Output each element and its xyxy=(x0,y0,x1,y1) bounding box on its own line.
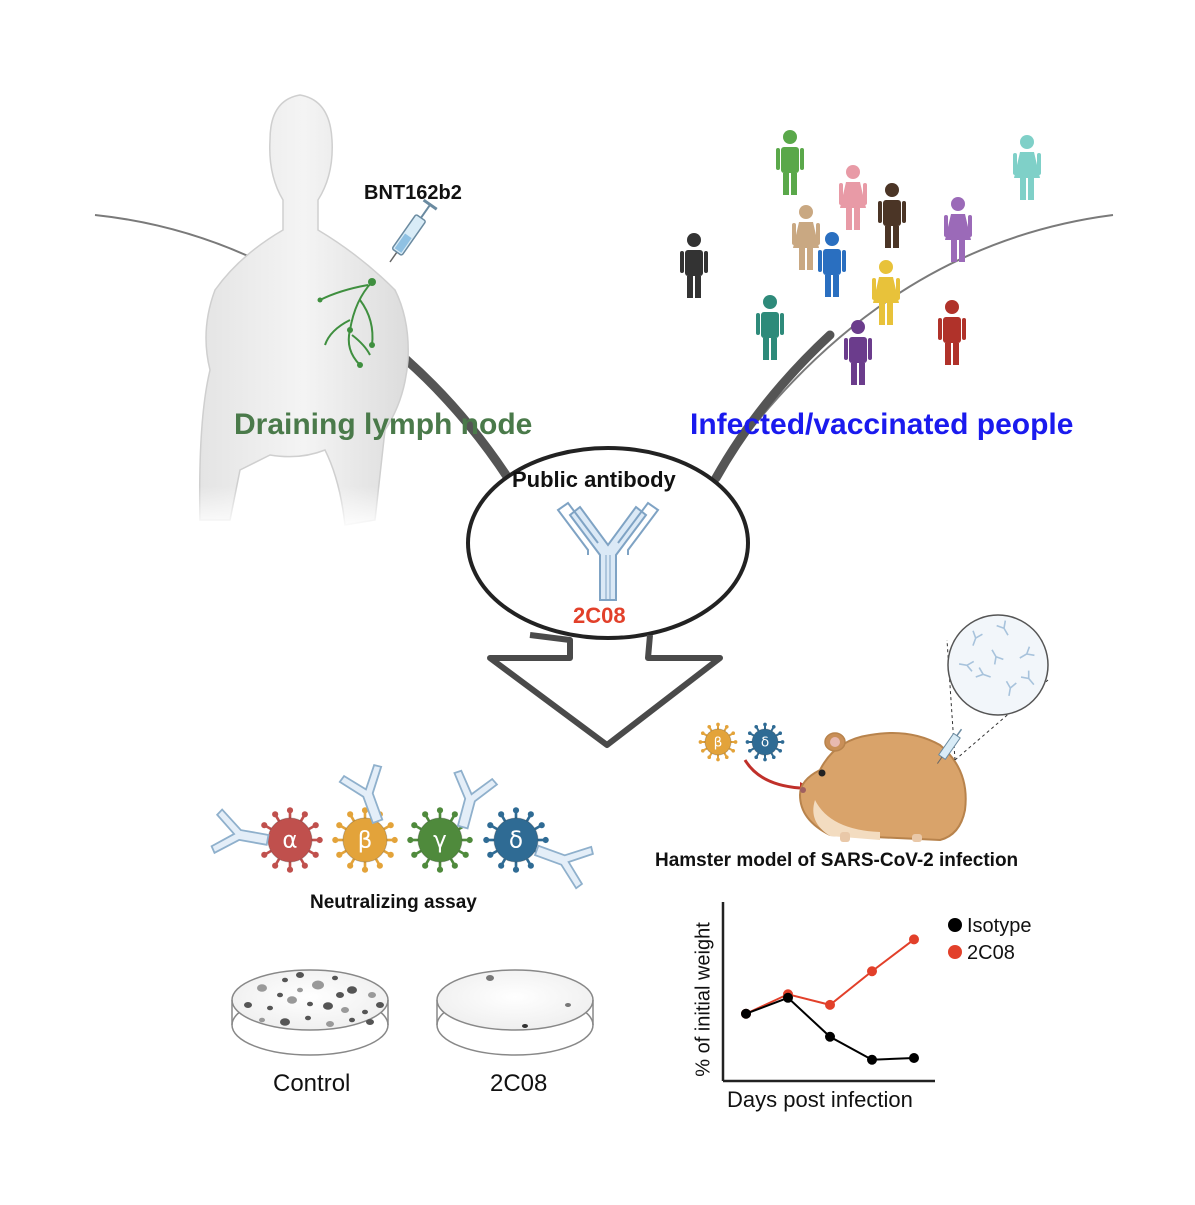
legend-label: Isotype xyxy=(967,915,1031,937)
binding-antibodies xyxy=(210,764,594,890)
dish-control-label: Control xyxy=(273,1070,351,1097)
delta-virus: δ xyxy=(745,722,785,762)
person-icon xyxy=(878,183,906,248)
variant-letter: δ xyxy=(761,735,769,751)
chart-ylabel: % of initial weight xyxy=(692,922,715,1077)
person-icon xyxy=(680,233,708,298)
person-icon xyxy=(1013,135,1041,200)
person-icon xyxy=(818,232,846,297)
right-arc-thick xyxy=(711,330,835,483)
variant-virus: β xyxy=(332,807,398,873)
people-label: Infected/vaccinated people xyxy=(690,408,1074,441)
weight-chart: Isotype 2C08 xyxy=(721,902,1031,1083)
hamster-model-label: Hamster model of SARS-CoV-2 infection xyxy=(655,850,1019,871)
virus-row: α β γ δ xyxy=(257,807,549,873)
data-point-isotype xyxy=(867,1054,877,1065)
person-icon xyxy=(792,205,820,270)
data-point-2c08 xyxy=(867,966,877,977)
variant-letter: α xyxy=(282,828,297,854)
antibody-icon xyxy=(556,501,660,601)
neutralizing-assay-label: Neutralizing assay xyxy=(310,892,477,913)
legend-marker xyxy=(948,918,962,932)
down-arrow xyxy=(487,632,723,748)
legend-marker xyxy=(948,945,962,959)
dish-2c08-label: 2C08 xyxy=(490,1070,548,1097)
data-point-isotype xyxy=(909,1052,919,1063)
variant-virus: α xyxy=(257,807,323,873)
petri-dish-2c08 xyxy=(436,969,594,1056)
person-icon xyxy=(756,295,784,360)
magnified-antibodies xyxy=(937,614,1049,764)
vaccine-label: BNT162b2 xyxy=(364,182,462,204)
variant-virus: δ xyxy=(483,807,549,873)
data-point-isotype xyxy=(825,1031,835,1042)
beta-virus: β xyxy=(698,722,738,762)
syringe-icon xyxy=(389,198,438,263)
data-point-2c08 xyxy=(825,999,835,1010)
person-icon xyxy=(944,197,972,262)
person-icon xyxy=(839,165,867,230)
data-point-isotype xyxy=(741,1008,751,1019)
chart-xlabel: Days post infection xyxy=(727,1087,913,1112)
lymph-node-label: Draining lymph node xyxy=(234,408,533,441)
petri-dish-control xyxy=(231,969,389,1056)
legend-label: 2C08 xyxy=(967,942,1015,964)
hamster-illustration xyxy=(798,732,967,842)
variant-letter: γ xyxy=(433,828,447,854)
public-antibody-label: Public antibody xyxy=(512,467,676,492)
person-icon xyxy=(844,320,872,385)
person-icon xyxy=(938,300,966,365)
person-icon xyxy=(776,130,804,195)
variant-letter: β xyxy=(714,735,723,751)
public-antibody-ellipse xyxy=(466,446,750,640)
chart-legend: Isotype 2C08 xyxy=(948,915,1031,964)
variant-virus: γ xyxy=(407,807,473,873)
variant-letter: δ xyxy=(509,828,523,854)
human-torso-illustration xyxy=(190,94,420,530)
data-point-isotype xyxy=(783,992,793,1003)
infection-arrow xyxy=(743,759,801,790)
people-group xyxy=(680,130,1041,385)
antibody-name-label: 2C08 xyxy=(573,603,626,628)
data-point-2c08 xyxy=(909,934,919,945)
person-icon xyxy=(872,260,900,325)
variant-letter: β xyxy=(358,828,373,854)
